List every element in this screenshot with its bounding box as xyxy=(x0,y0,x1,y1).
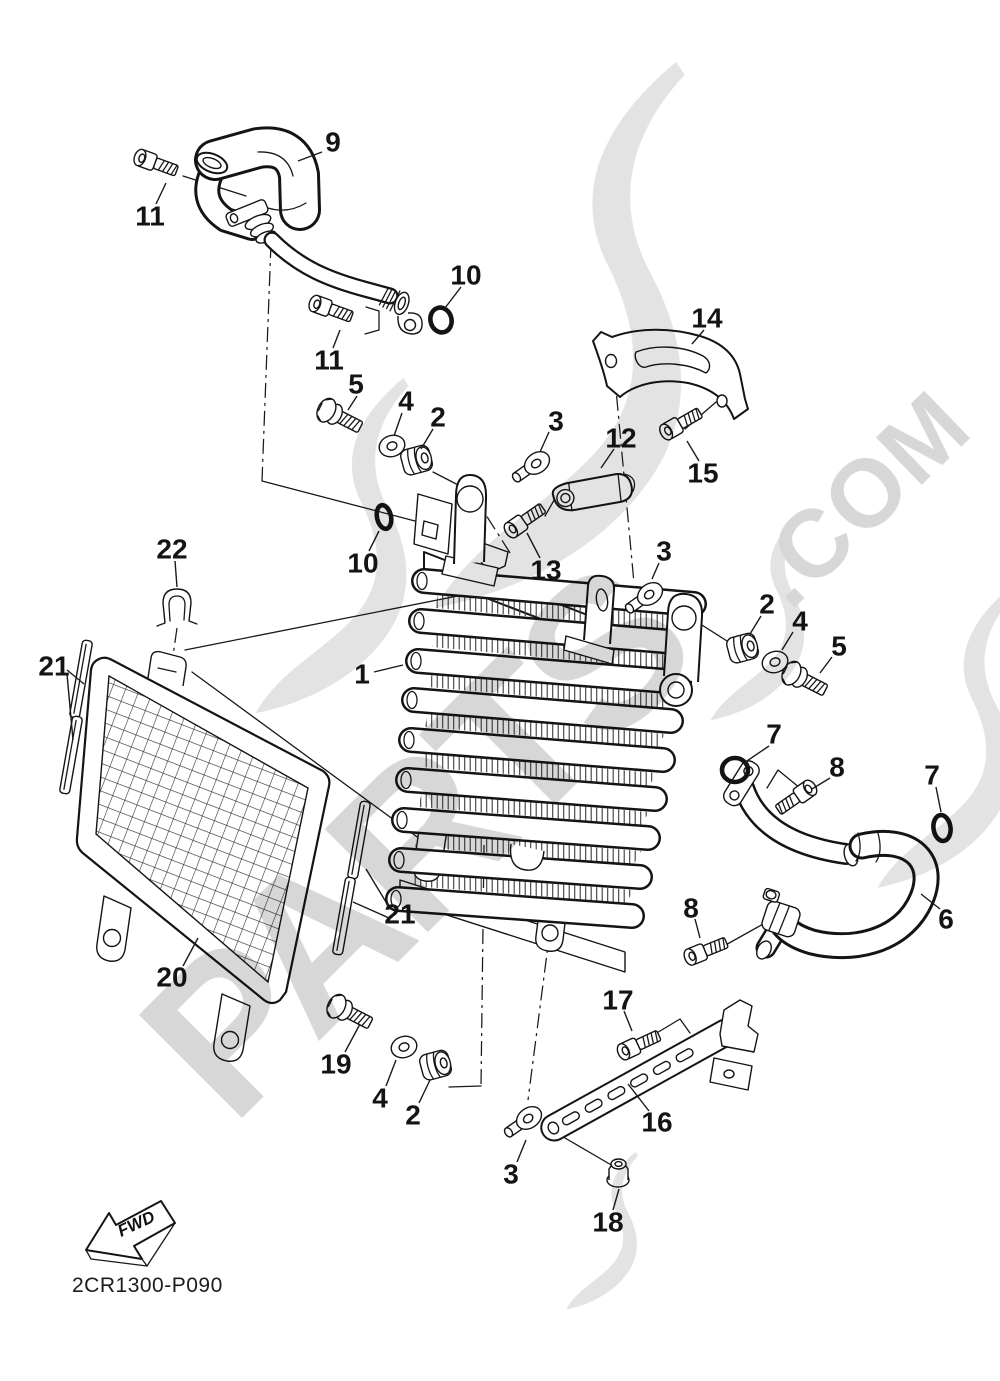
leader-line xyxy=(373,664,404,673)
part-7-oring xyxy=(931,812,953,844)
leader-line xyxy=(686,440,700,462)
callout-11: 11 xyxy=(135,201,165,232)
part-code: 2CR1300-P090 xyxy=(72,1274,223,1297)
leader-line xyxy=(352,901,390,919)
leader-line xyxy=(66,673,74,741)
callout-3: 3 xyxy=(656,536,672,567)
leader-line xyxy=(811,777,831,790)
callout-21: 21 xyxy=(38,651,69,682)
callout-7: 7 xyxy=(766,719,782,750)
callout-2: 2 xyxy=(430,402,446,433)
callout-4: 4 xyxy=(792,606,808,637)
part-8-bolt xyxy=(772,777,821,818)
part-10-oring xyxy=(374,502,394,532)
callout-4: 4 xyxy=(372,1083,388,1114)
leader-line xyxy=(182,937,199,967)
callout-21: 21 xyxy=(384,899,415,930)
callout-16: 16 xyxy=(641,1107,672,1138)
leader-line xyxy=(297,151,323,162)
leader-line xyxy=(174,560,178,588)
leader-line xyxy=(365,868,390,908)
part-8-bolt xyxy=(681,933,731,968)
fwd-indicator: FWD xyxy=(85,1200,176,1267)
leader-line xyxy=(819,656,833,674)
callout-7: 7 xyxy=(924,760,940,791)
elbow-flange xyxy=(225,199,269,227)
leader-line xyxy=(694,918,701,939)
callout-6: 6 xyxy=(938,904,954,935)
leader-line xyxy=(418,1079,431,1104)
callout-4: 4 xyxy=(398,386,414,417)
part-18-nut xyxy=(606,1158,630,1188)
leader-line xyxy=(516,1139,527,1163)
leader-line xyxy=(332,329,341,349)
callout-1: 1 xyxy=(354,659,370,690)
callout-9: 9 xyxy=(325,127,341,158)
hose-clamp xyxy=(761,887,801,938)
callout-8: 8 xyxy=(829,752,845,783)
leader-line xyxy=(385,1059,397,1087)
part-3-collar xyxy=(507,446,555,489)
callout-15: 15 xyxy=(687,458,718,489)
part-9-oil-pipe-elbow xyxy=(194,126,423,335)
part-16-stay-bracket xyxy=(540,999,759,1188)
leader-line xyxy=(66,669,85,685)
part-15-bolt xyxy=(656,404,705,443)
callout-5: 5 xyxy=(348,369,364,400)
callout-10: 10 xyxy=(450,260,481,291)
part-7-oring xyxy=(719,755,751,785)
leader-line xyxy=(420,428,434,450)
leader-line xyxy=(935,786,942,813)
pipe-end-fitting xyxy=(378,288,410,316)
callout-12: 12 xyxy=(605,423,636,454)
leader-line xyxy=(623,1010,633,1032)
callout-8: 8 xyxy=(683,893,699,924)
callout-2: 2 xyxy=(405,1100,421,1131)
leader-line xyxy=(920,893,941,910)
callout-19: 19 xyxy=(320,1049,351,1080)
part-4-washer xyxy=(387,1032,421,1062)
callout-18: 18 xyxy=(592,1207,623,1238)
callout-3: 3 xyxy=(548,406,564,437)
callout-22: 22 xyxy=(156,534,187,565)
part-13-bolt xyxy=(500,500,549,541)
part-12-clamp xyxy=(551,473,636,512)
callout-20: 20 xyxy=(156,962,187,993)
callout-14: 14 xyxy=(691,303,723,334)
callout-10: 10 xyxy=(347,548,378,579)
part-3-collar xyxy=(499,1101,547,1144)
part-2-grommet xyxy=(417,1047,455,1083)
part-19-bolt xyxy=(322,990,377,1036)
part-10-oring xyxy=(428,305,454,335)
part-21-rubber-strips xyxy=(59,639,371,956)
part-5-bolt xyxy=(312,394,367,440)
callout-11: 11 xyxy=(314,345,344,376)
part-11-bolt xyxy=(306,292,356,326)
part-20-cooler-guard xyxy=(75,650,331,1062)
callout-2: 2 xyxy=(759,589,775,620)
callout-3: 3 xyxy=(503,1159,519,1190)
leader-line xyxy=(155,182,167,205)
part-11-bolt xyxy=(131,146,181,180)
callout-13: 13 xyxy=(530,555,561,586)
artwork xyxy=(59,126,953,1188)
leader-line xyxy=(743,745,770,764)
leader-line xyxy=(344,1023,361,1053)
callout-5: 5 xyxy=(831,631,847,662)
part-14-bracket xyxy=(592,328,749,420)
leader-line xyxy=(691,329,705,345)
part-22-clip xyxy=(156,588,198,627)
part-2-grommet xyxy=(724,630,762,666)
callout-17: 17 xyxy=(602,985,633,1016)
leader-line xyxy=(627,1083,650,1112)
